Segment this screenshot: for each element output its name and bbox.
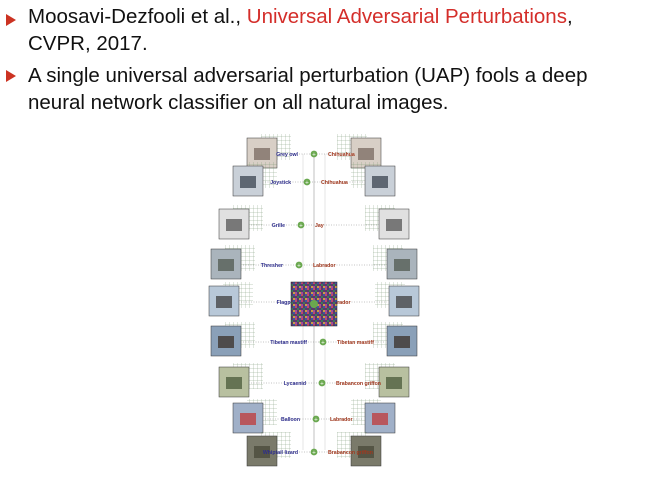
- left-photo-subject: [240, 413, 256, 425]
- bullet-text: A single universal adversarial perturbat…: [28, 62, 643, 116]
- left-class-label: Tibetan mastiff: [270, 340, 307, 346]
- figure-row: Joystick Chihuahua +: [232, 162, 396, 197]
- right-photo-subject: [372, 413, 388, 425]
- right-class-label: Brabancon griffon: [336, 381, 381, 387]
- right-photo-subject: [372, 176, 388, 188]
- right-photo-subject: [358, 148, 374, 160]
- right-class-label: Labrador: [328, 300, 350, 306]
- figure-row: Thresher Labrador +: [210, 245, 418, 280]
- paper-title-link[interactable]: Universal Adversarial Perturbations: [246, 5, 567, 28]
- right-class-label: Jay: [315, 223, 324, 229]
- right-photo-subject: [386, 219, 402, 231]
- left-class-label: Grey owl: [276, 152, 298, 158]
- plus-sign: +: [314, 417, 318, 423]
- right-photo-subject: [396, 296, 412, 308]
- plus-sign: +: [312, 450, 316, 456]
- description-line-2: neural network classifier on all natural…: [28, 91, 449, 114]
- left-photo-thumbnail: [218, 366, 250, 398]
- left-photo-subject: [240, 176, 256, 188]
- plus-sign: +: [320, 381, 324, 387]
- right-photo-subject: [394, 336, 410, 348]
- figure-row: Whiptail lizard Brabancon griffon +: [246, 432, 382, 467]
- figure-row: Flagpole Labrador: [208, 282, 420, 317]
- left-photo-subject: [226, 219, 242, 231]
- citation-comma: ,: [566, 5, 573, 28]
- left-class-label: Grille: [272, 223, 285, 229]
- bullet-triangle-icon: [6, 14, 16, 26]
- right-class-label: Brabancon griffon: [328, 450, 373, 456]
- left-class-label: Whiptail lizard: [263, 450, 298, 456]
- plus-sign: +: [312, 152, 316, 158]
- plus-sign: +: [299, 223, 303, 229]
- plus-sign: +: [305, 180, 309, 186]
- description-line-1: A single universal adversarial perturbat…: [28, 64, 588, 87]
- left-class-label: Flagpole: [277, 300, 298, 306]
- plus-node-icon: [319, 338, 327, 346]
- plus-sign: +: [321, 340, 325, 346]
- figure-row: Tibetan mastiff Tibetan mastiff +: [210, 322, 418, 357]
- right-class-label: Tibetan mastiff: [337, 340, 374, 346]
- plus-node-icon: [312, 415, 320, 423]
- plus-node-icon: [310, 150, 318, 158]
- right-photo-subject: [386, 377, 402, 389]
- left-class-label: Joystick: [270, 180, 291, 186]
- left-class-label: Balloon: [281, 417, 300, 423]
- plus-node-icon: [295, 261, 303, 269]
- left-photo-subject: [216, 296, 232, 308]
- right-class-label: Chihuahua: [321, 180, 348, 186]
- right-photo-subject: [394, 259, 410, 271]
- right-photo-subject: [358, 446, 374, 458]
- right-class-label: Labrador: [313, 263, 335, 269]
- perturbation-image: [290, 281, 338, 327]
- plus-sign: +: [297, 263, 301, 269]
- citation-venue: CVPR, 2017.: [28, 32, 148, 55]
- left-class-label: Thresher: [261, 263, 283, 269]
- figure-row: Lycaenid Brabancon griffon +: [218, 363, 410, 398]
- plus-node-icon: [318, 379, 326, 387]
- left-photo-subject: [254, 446, 270, 458]
- right-class-label: Labrador: [330, 417, 352, 423]
- plus-node-icon: [297, 221, 305, 229]
- left-photo-subject: [218, 336, 234, 348]
- plus-node-icon: [303, 178, 311, 186]
- plus-node-icon: [310, 448, 318, 456]
- bullet-text: Moosavi-Dezfooli et al., Universal Adver…: [28, 3, 643, 57]
- left-photo-subject: [254, 148, 270, 160]
- bullet-triangle-icon: [6, 70, 16, 82]
- left-photo-subject: [218, 259, 234, 271]
- right-class-label: Chihuahua: [328, 152, 355, 158]
- figure-row: Balloon Labrador +: [232, 399, 396, 434]
- citation-authors: Moosavi-Dezfooli et al.,: [28, 5, 247, 28]
- left-photo-subject: [226, 377, 242, 389]
- figure-row: Grille Jay +: [218, 205, 410, 240]
- left-class-label: Lycaenid: [284, 381, 306, 387]
